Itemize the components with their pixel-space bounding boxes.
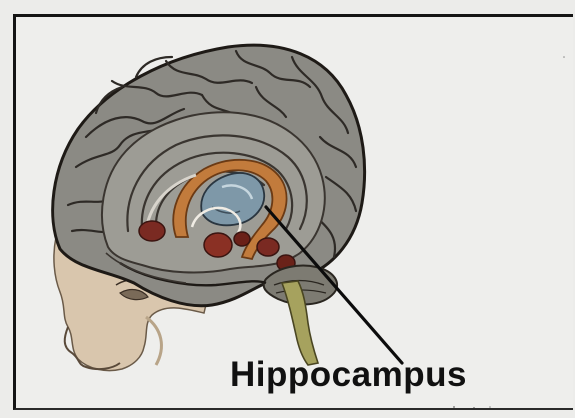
brain-illustration	[16, 17, 573, 410]
hippocampus-label: Hippocampus	[230, 357, 467, 392]
figure-panel: Hippocampus	[13, 14, 573, 410]
scan-specks	[453, 56, 565, 410]
